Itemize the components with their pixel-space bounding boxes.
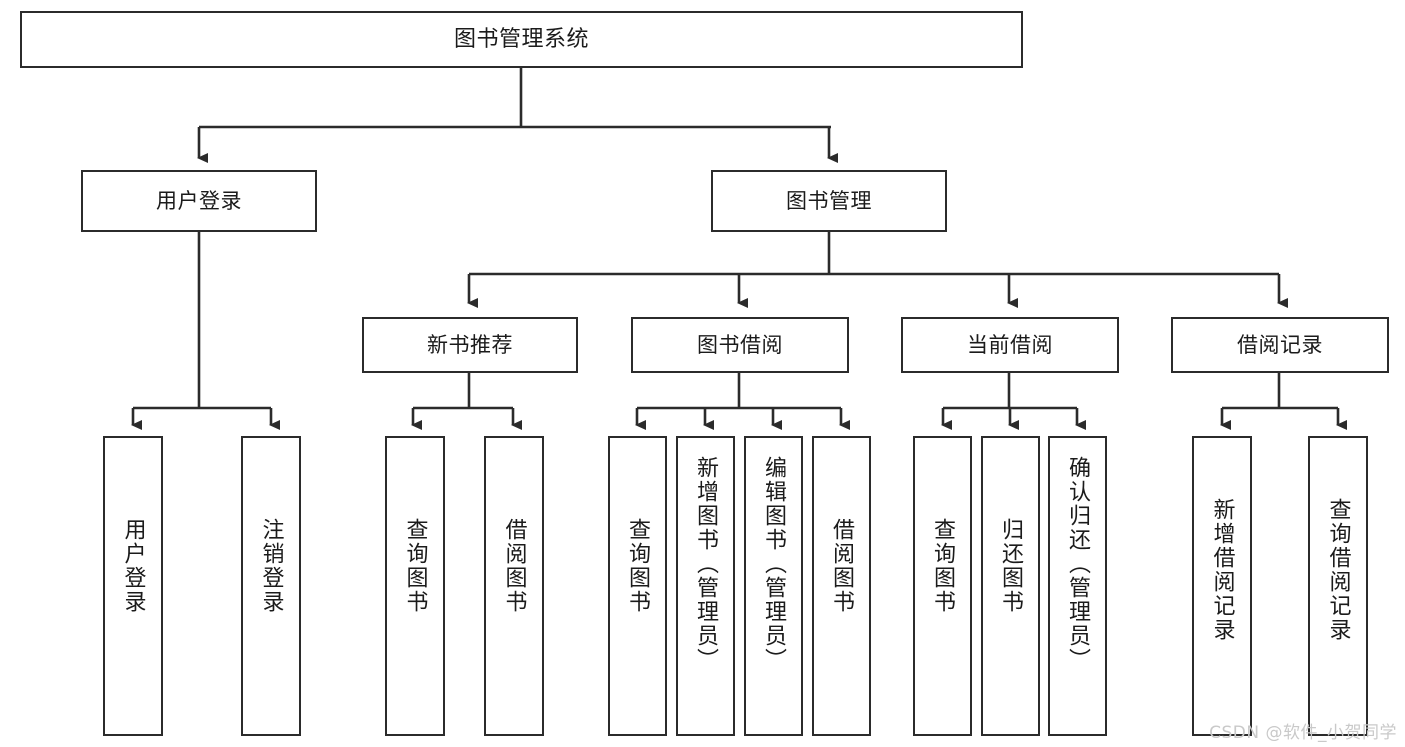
node-user-login[interactable]: 用户登录 [81,170,317,232]
leaf-query-book-current[interactable]: 查询图书 [913,436,972,736]
leaf-add-borrow-record[interactable]: 新增借阅记录 [1192,436,1252,736]
leaf-add-book-admin[interactable]: 新增图书（管理员） [676,436,735,736]
node-label: 新增借阅记录 [1209,498,1235,642]
node-label: 编辑图书（管理员） [761,456,787,672]
leaf-user-login[interactable]: 用户登录 [103,436,163,736]
node-label: 借阅记录 [1237,332,1323,357]
node-label: 当前借阅 [967,332,1053,357]
leaf-borrow-book-newbook[interactable]: 借阅图书 [484,436,544,736]
leaf-query-book-newbook[interactable]: 查询图书 [385,436,445,736]
leaf-query-borrow-record[interactable]: 查询借阅记录 [1308,436,1368,736]
node-borrow-record[interactable]: 借阅记录 [1171,317,1389,373]
node-current-borrow[interactable]: 当前借阅 [901,317,1119,373]
node-label: 查询借阅记录 [1325,498,1351,642]
node-root-system[interactable]: 图书管理系统 [20,11,1023,68]
node-new-book-recommend[interactable]: 新书推荐 [362,317,578,373]
node-label: 新书推荐 [427,332,513,357]
leaf-borrow-book[interactable]: 借阅图书 [812,436,871,736]
node-label: 图书管理 [786,188,872,213]
leaf-return-book[interactable]: 归还图书 [981,436,1040,736]
node-label: 确认归还（管理员） [1065,456,1091,672]
node-book-borrow[interactable]: 图书借阅 [631,317,849,373]
leaf-edit-book-admin[interactable]: 编辑图书（管理员） [744,436,803,736]
node-label: 归还图书 [998,518,1024,614]
node-label: 新增图书（管理员） [693,456,719,672]
node-label: 借阅图书 [501,518,527,614]
node-label: 借阅图书 [829,518,855,614]
node-label: 图书借阅 [697,332,783,357]
node-label: 查询图书 [402,518,428,614]
leaf-confirm-return-admin[interactable]: 确认归还（管理员） [1048,436,1107,736]
node-label: 注销登录 [258,518,284,614]
node-label: 用户登录 [156,188,242,213]
node-label: 查询图书 [930,518,956,614]
node-label: 用户登录 [120,518,146,614]
watermark-text: CSDN @软件_小贺同学 [1209,723,1397,743]
leaf-query-book-borrow[interactable]: 查询图书 [608,436,667,736]
node-label: 图书管理系统 [453,26,589,52]
node-label: 查询图书 [625,518,651,614]
leaf-logout-login[interactable]: 注销登录 [241,436,301,736]
node-book-management[interactable]: 图书管理 [711,170,947,232]
